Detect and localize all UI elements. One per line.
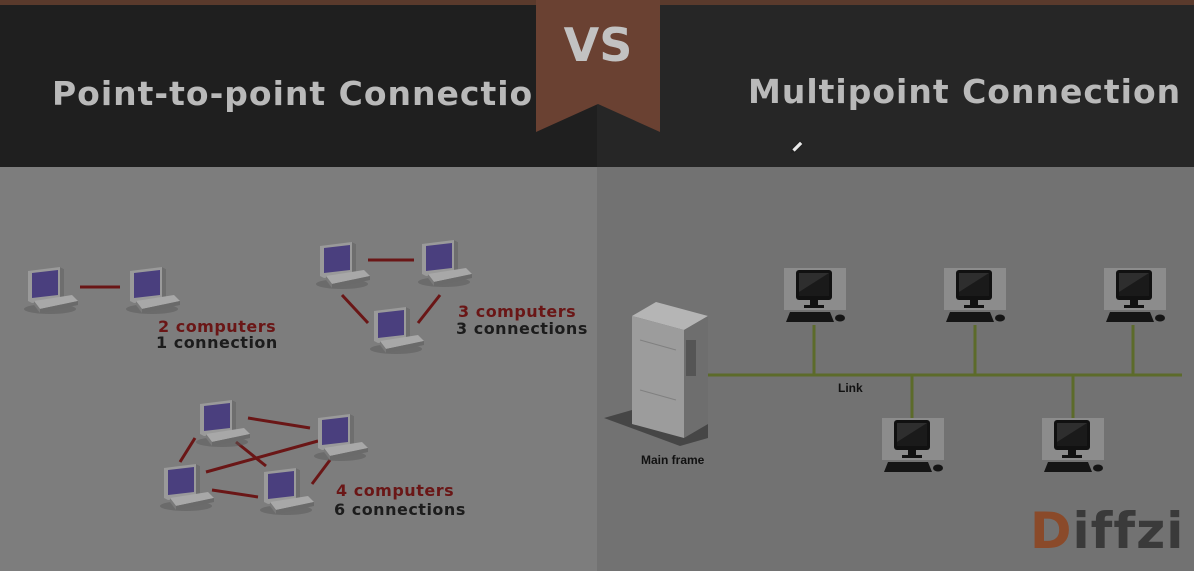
p2p-links-three bbox=[340, 258, 442, 325]
workstation-icon bbox=[784, 268, 846, 322]
desktop-computer-icon bbox=[370, 307, 424, 354]
header-left-panel bbox=[0, 5, 597, 167]
logo-letters-rest: iffzi bbox=[1072, 502, 1185, 560]
bus-link-lines bbox=[706, 325, 1182, 418]
mainframe-label: Main frame bbox=[641, 453, 705, 467]
one-connection-label: 1 connection bbox=[156, 333, 278, 352]
desktop-computer-icon bbox=[314, 414, 368, 461]
vs-ribbon: VS bbox=[536, 0, 660, 132]
desktop-computer-icon bbox=[316, 242, 370, 289]
three-computers-label: 3 computers bbox=[458, 302, 577, 321]
mainframe-server-icon bbox=[604, 302, 708, 446]
vs-label: VS bbox=[563, 18, 633, 72]
desktop-computer-icon bbox=[24, 267, 78, 314]
workstation-icon bbox=[1042, 418, 1104, 472]
two-computers-label: 2 computers bbox=[158, 317, 277, 336]
six-connections-label: 6 connections bbox=[334, 500, 466, 519]
desktop-computer-icon bbox=[126, 267, 180, 314]
desktop-computer-icon bbox=[418, 240, 472, 287]
logo-letter-d: D bbox=[1030, 502, 1073, 560]
workstation-icon bbox=[1104, 268, 1166, 322]
header-right-panel bbox=[597, 5, 1194, 167]
three-connections-label: 3 connections bbox=[456, 319, 588, 338]
desktop-computer-icon bbox=[260, 468, 314, 515]
diffzi-logo: Diffzi bbox=[1030, 503, 1184, 559]
link-label: Link bbox=[838, 381, 863, 395]
pencil-cursor-icon bbox=[790, 140, 804, 154]
desktop-computer-icon bbox=[196, 400, 250, 447]
vs-ribbon-shape bbox=[536, 0, 660, 132]
workstation-icon bbox=[944, 268, 1006, 322]
workstation-icon bbox=[882, 418, 944, 472]
multipoint-title: Multipoint Connection bbox=[748, 72, 1182, 111]
p2p-links-four bbox=[178, 416, 332, 499]
four-computers-label: 4 computers bbox=[336, 481, 455, 500]
point-to-point-title: Point-to-point Connection bbox=[52, 74, 558, 113]
